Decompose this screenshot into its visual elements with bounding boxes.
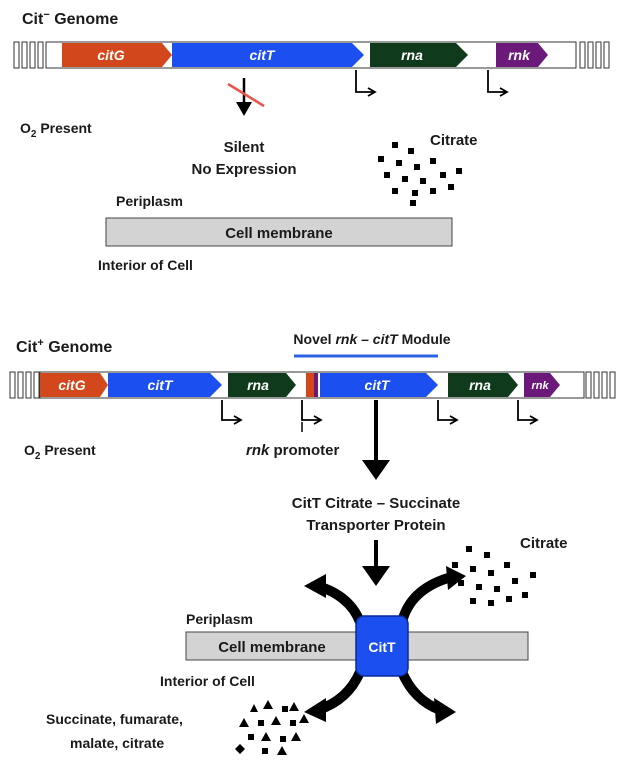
cit-plus-title: Cit+ Genome xyxy=(16,337,112,356)
gene-label-rna: rna xyxy=(401,47,423,63)
cell-membrane-top xyxy=(105,217,453,247)
import-arrow-upper-right xyxy=(397,573,450,624)
transport-arrowheads xyxy=(304,566,466,724)
citT-transporter xyxy=(355,615,409,677)
interior-label-bottom: Interior of Cell xyxy=(160,673,255,689)
gene-rnk-2 xyxy=(524,373,560,397)
gene-label-rna-duplicated: rna xyxy=(469,377,491,393)
gene-label-citT-duplicated: citT xyxy=(365,377,391,393)
o2-present-label-2: O2 Present xyxy=(24,442,96,462)
rnk-promoter-label: rnk promoter xyxy=(246,442,340,459)
gene-citT-duplicated xyxy=(320,373,438,397)
gene-citT-2 xyxy=(108,373,222,397)
gene-label-rnk-2: rnk xyxy=(531,380,549,392)
silent-label: Silent xyxy=(224,139,265,156)
import-arrow-lower-right xyxy=(397,669,442,715)
protein-label-line2: Transporter Protein xyxy=(306,517,445,534)
promoter-symbols-top xyxy=(355,70,509,97)
periplasm-label-bottom: Periplasm xyxy=(186,611,253,627)
gene-label-rnk: rnk xyxy=(508,47,531,63)
block-slash xyxy=(227,82,265,108)
gene-rna-duplicated xyxy=(448,373,518,397)
silenced-expression-arrow xyxy=(227,78,265,116)
rnk-promoter-fragment xyxy=(306,373,314,397)
novel-module-label: Novel rnk – citT Module xyxy=(293,331,450,347)
genome-end-hatch-left xyxy=(13,41,44,69)
gene-rna-2 xyxy=(228,373,296,397)
o2-present-label: O2 Present xyxy=(20,120,92,140)
promoter-symbols-bottom xyxy=(221,400,539,425)
gene-label-citT-2: citT xyxy=(148,377,174,393)
gene-label-citT: citT xyxy=(250,47,276,63)
cell-membrane-label-bottom: Cell membrane xyxy=(218,639,326,656)
genome-end-hatch-left xyxy=(9,371,40,399)
gene-label-rna-2: rna xyxy=(247,377,269,393)
gene-citG-2 xyxy=(40,373,108,397)
gene-label-citG: citG xyxy=(97,47,124,63)
rnk-fragment xyxy=(314,373,318,397)
genome-end-hatch-right xyxy=(585,371,616,399)
citT-transporter-label: CitT xyxy=(368,639,396,655)
cit-minus-title: Cit− Genome xyxy=(22,9,118,28)
gene-rnk xyxy=(496,43,548,67)
protein-label-line1: CitT Citrate – Succinate xyxy=(292,495,460,512)
interior-label-top: Interior of Cell xyxy=(98,257,193,273)
gene-label-citG-2: citG xyxy=(58,377,85,393)
products-label-line1: Succinate, fumarate, xyxy=(46,711,183,727)
citrate-molecules-bottom xyxy=(452,546,536,606)
periplasm-label-top: Periplasm xyxy=(116,193,183,209)
citrate-molecules-top xyxy=(378,142,462,206)
protein-to-membrane-arrow xyxy=(362,540,390,586)
product-molecules xyxy=(235,700,309,755)
cit-plus-genome-bar: citG citT rna citT rna rnk xyxy=(9,371,616,399)
products-label-line2: malate, citrate xyxy=(70,735,164,751)
citrate-label-top: Citrate xyxy=(430,132,478,149)
gene-citG xyxy=(62,43,172,67)
cit-minus-genome-bar: citG citT rna rnk xyxy=(13,41,610,69)
citrate-label-bottom: Citrate xyxy=(520,535,568,552)
no-expression-label: No Expression xyxy=(191,161,296,178)
genome-end-hatch-right xyxy=(579,41,610,69)
gene-rna xyxy=(370,43,468,67)
cell-membrane-label-top: Cell membrane xyxy=(225,225,333,242)
gene-citT xyxy=(172,43,364,67)
expression-arrow xyxy=(362,400,390,480)
